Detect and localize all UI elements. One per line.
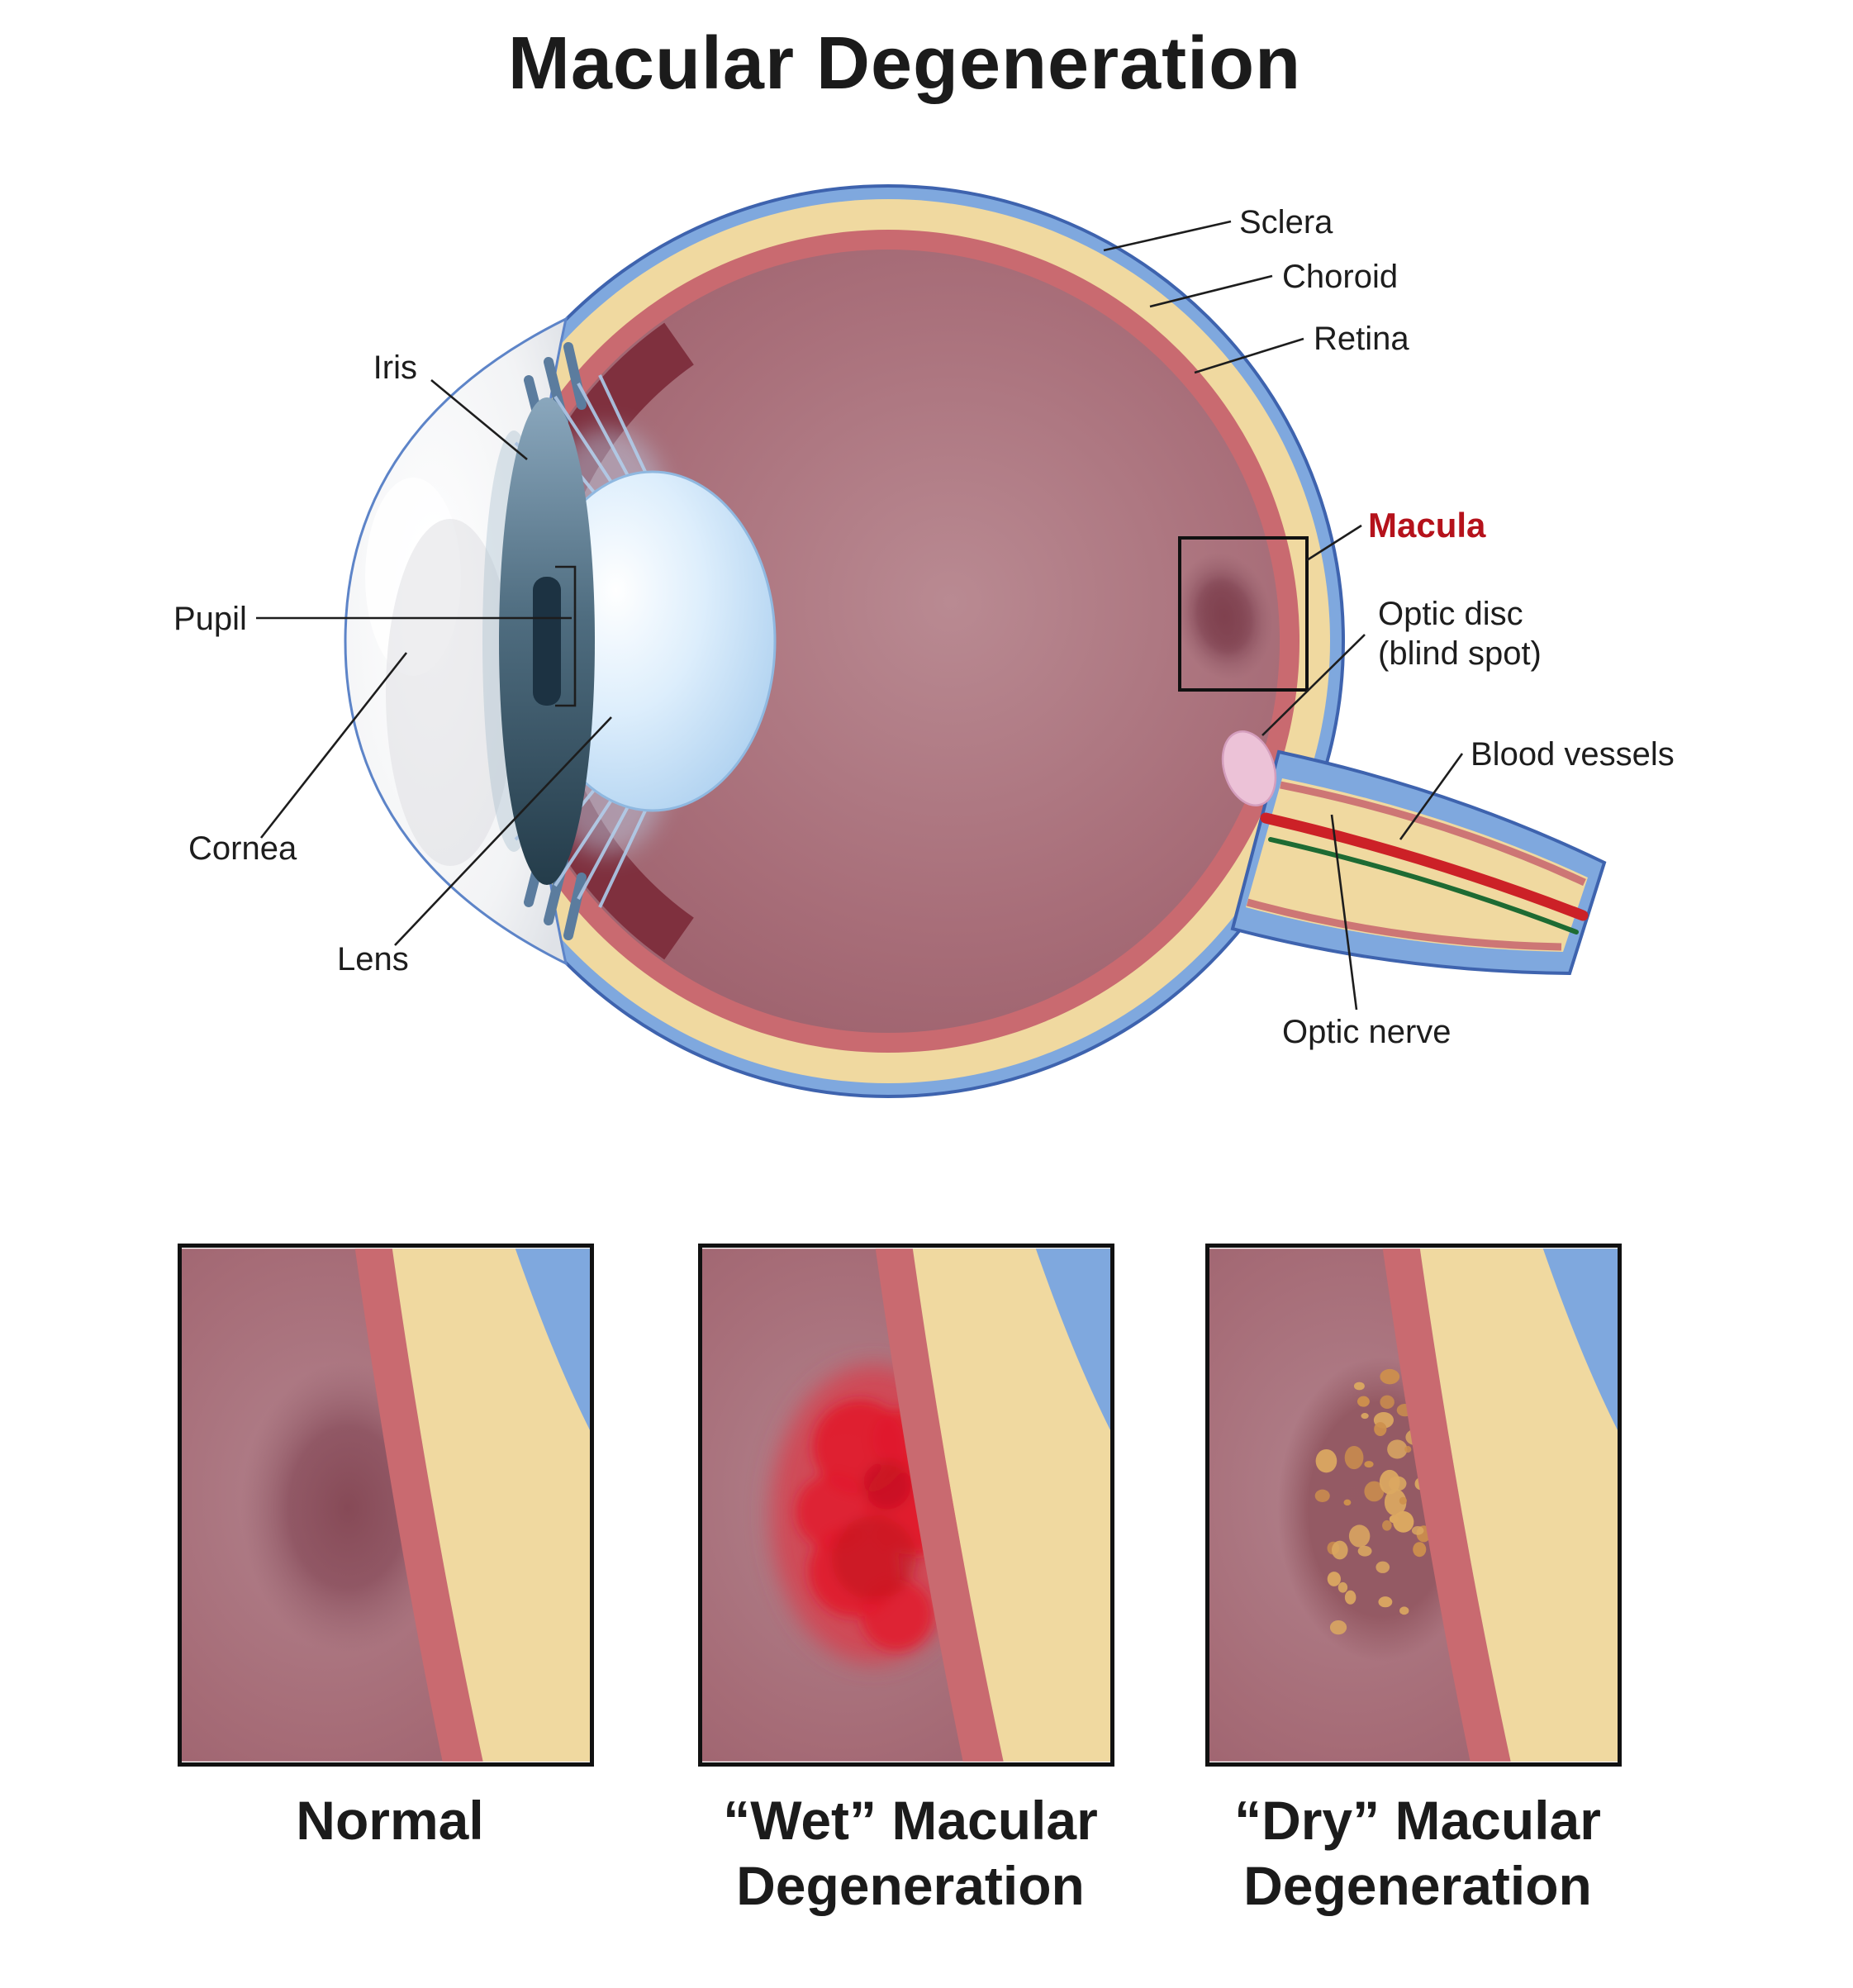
leader-blood-vessels	[1399, 753, 1464, 840]
panel-outer-blue-corner	[515, 1248, 590, 1430]
panel-outer-blue-corner	[1035, 1248, 1110, 1430]
caption-line1: Normal	[296, 1790, 484, 1851]
label-sclera: Sclera	[1239, 204, 1333, 240]
leader-optic-disc	[1261, 634, 1366, 736]
blood-vessel-red	[1260, 812, 1589, 921]
panel-choroid-band	[354, 1248, 483, 1762]
macula-spot	[1175, 552, 1274, 681]
leader-macula	[1306, 524, 1362, 562]
panel-sclera-band	[392, 1248, 590, 1762]
optic-nerve-shape	[1230, 749, 1607, 976]
caption-line2: Degeneration	[736, 1855, 1085, 1917]
label-iris: Iris	[373, 350, 417, 386]
cornea-highlight	[365, 478, 461, 676]
panel-dry-macular-degeneration: “Dry” Macular Degeneration	[1205, 1244, 1630, 1919]
label-pupil: Pupil	[173, 601, 247, 637]
vitreous-interior	[497, 250, 1280, 1033]
optic-disc-shape	[1221, 730, 1277, 806]
panel-caption: “Wet” Macular Degeneration	[698, 1788, 1123, 1919]
panel-choroid-band	[875, 1248, 1004, 1762]
panel-sclera-band	[912, 1248, 1110, 1762]
panel-normal: Normal	[178, 1244, 602, 1853]
label-retina: Retina	[1314, 321, 1409, 357]
label-lens: Lens	[337, 941, 409, 977]
caption-line1: “Wet” Macular	[723, 1790, 1098, 1851]
leader-sclera	[1103, 220, 1232, 252]
panel-caption: Normal	[178, 1788, 602, 1853]
label-macula: Macula	[1368, 506, 1486, 545]
label-blood-vessels: Blood vessels	[1471, 736, 1675, 773]
leader-lens	[394, 716, 612, 946]
eye-cross-section-diagram: Sclera Choroid Retina Iris Macula Pupil …	[173, 184, 1675, 1098]
panel-dry-art	[1205, 1244, 1622, 1767]
panel-wet-art	[698, 1244, 1114, 1767]
leader-optic-nerve	[1330, 814, 1358, 1011]
leader-iris	[430, 378, 528, 461]
leader-lines	[256, 220, 1464, 1011]
page-title: Macular Degeneration	[507, 22, 1302, 105]
caption-line1: “Dry” Macular	[1234, 1790, 1601, 1851]
macula-zoom-box	[1178, 536, 1309, 692]
leader-cornea	[259, 652, 408, 839]
leader-choroid	[1149, 274, 1273, 308]
panel-sclera-band	[1419, 1248, 1618, 1762]
label-choroid: Choroid	[1282, 259, 1398, 295]
leader-retina	[1194, 337, 1304, 374]
pupil-bracket	[555, 565, 577, 707]
panel-choroid-band	[1382, 1248, 1511, 1762]
label-cornea: Cornea	[188, 830, 297, 867]
pupil-slit	[533, 577, 561, 706]
panel-caption: “Dry” Macular Degeneration	[1205, 1788, 1630, 1919]
label-optic-disc-line1: Optic disc	[1378, 596, 1523, 632]
caption-line2: Degeneration	[1243, 1855, 1592, 1917]
label-optic-nerve: Optic nerve	[1282, 1014, 1452, 1050]
panel-normal-art	[178, 1244, 594, 1767]
anterior-chamber-shading	[386, 519, 515, 866]
blood-vessel-green	[1268, 837, 1579, 935]
panel-outer-blue-corner	[1542, 1248, 1618, 1430]
panel-wet-macular-degeneration: “Wet” Macular Degeneration	[698, 1244, 1123, 1919]
label-optic-disc-line2: (blind spot)	[1378, 635, 1542, 672]
